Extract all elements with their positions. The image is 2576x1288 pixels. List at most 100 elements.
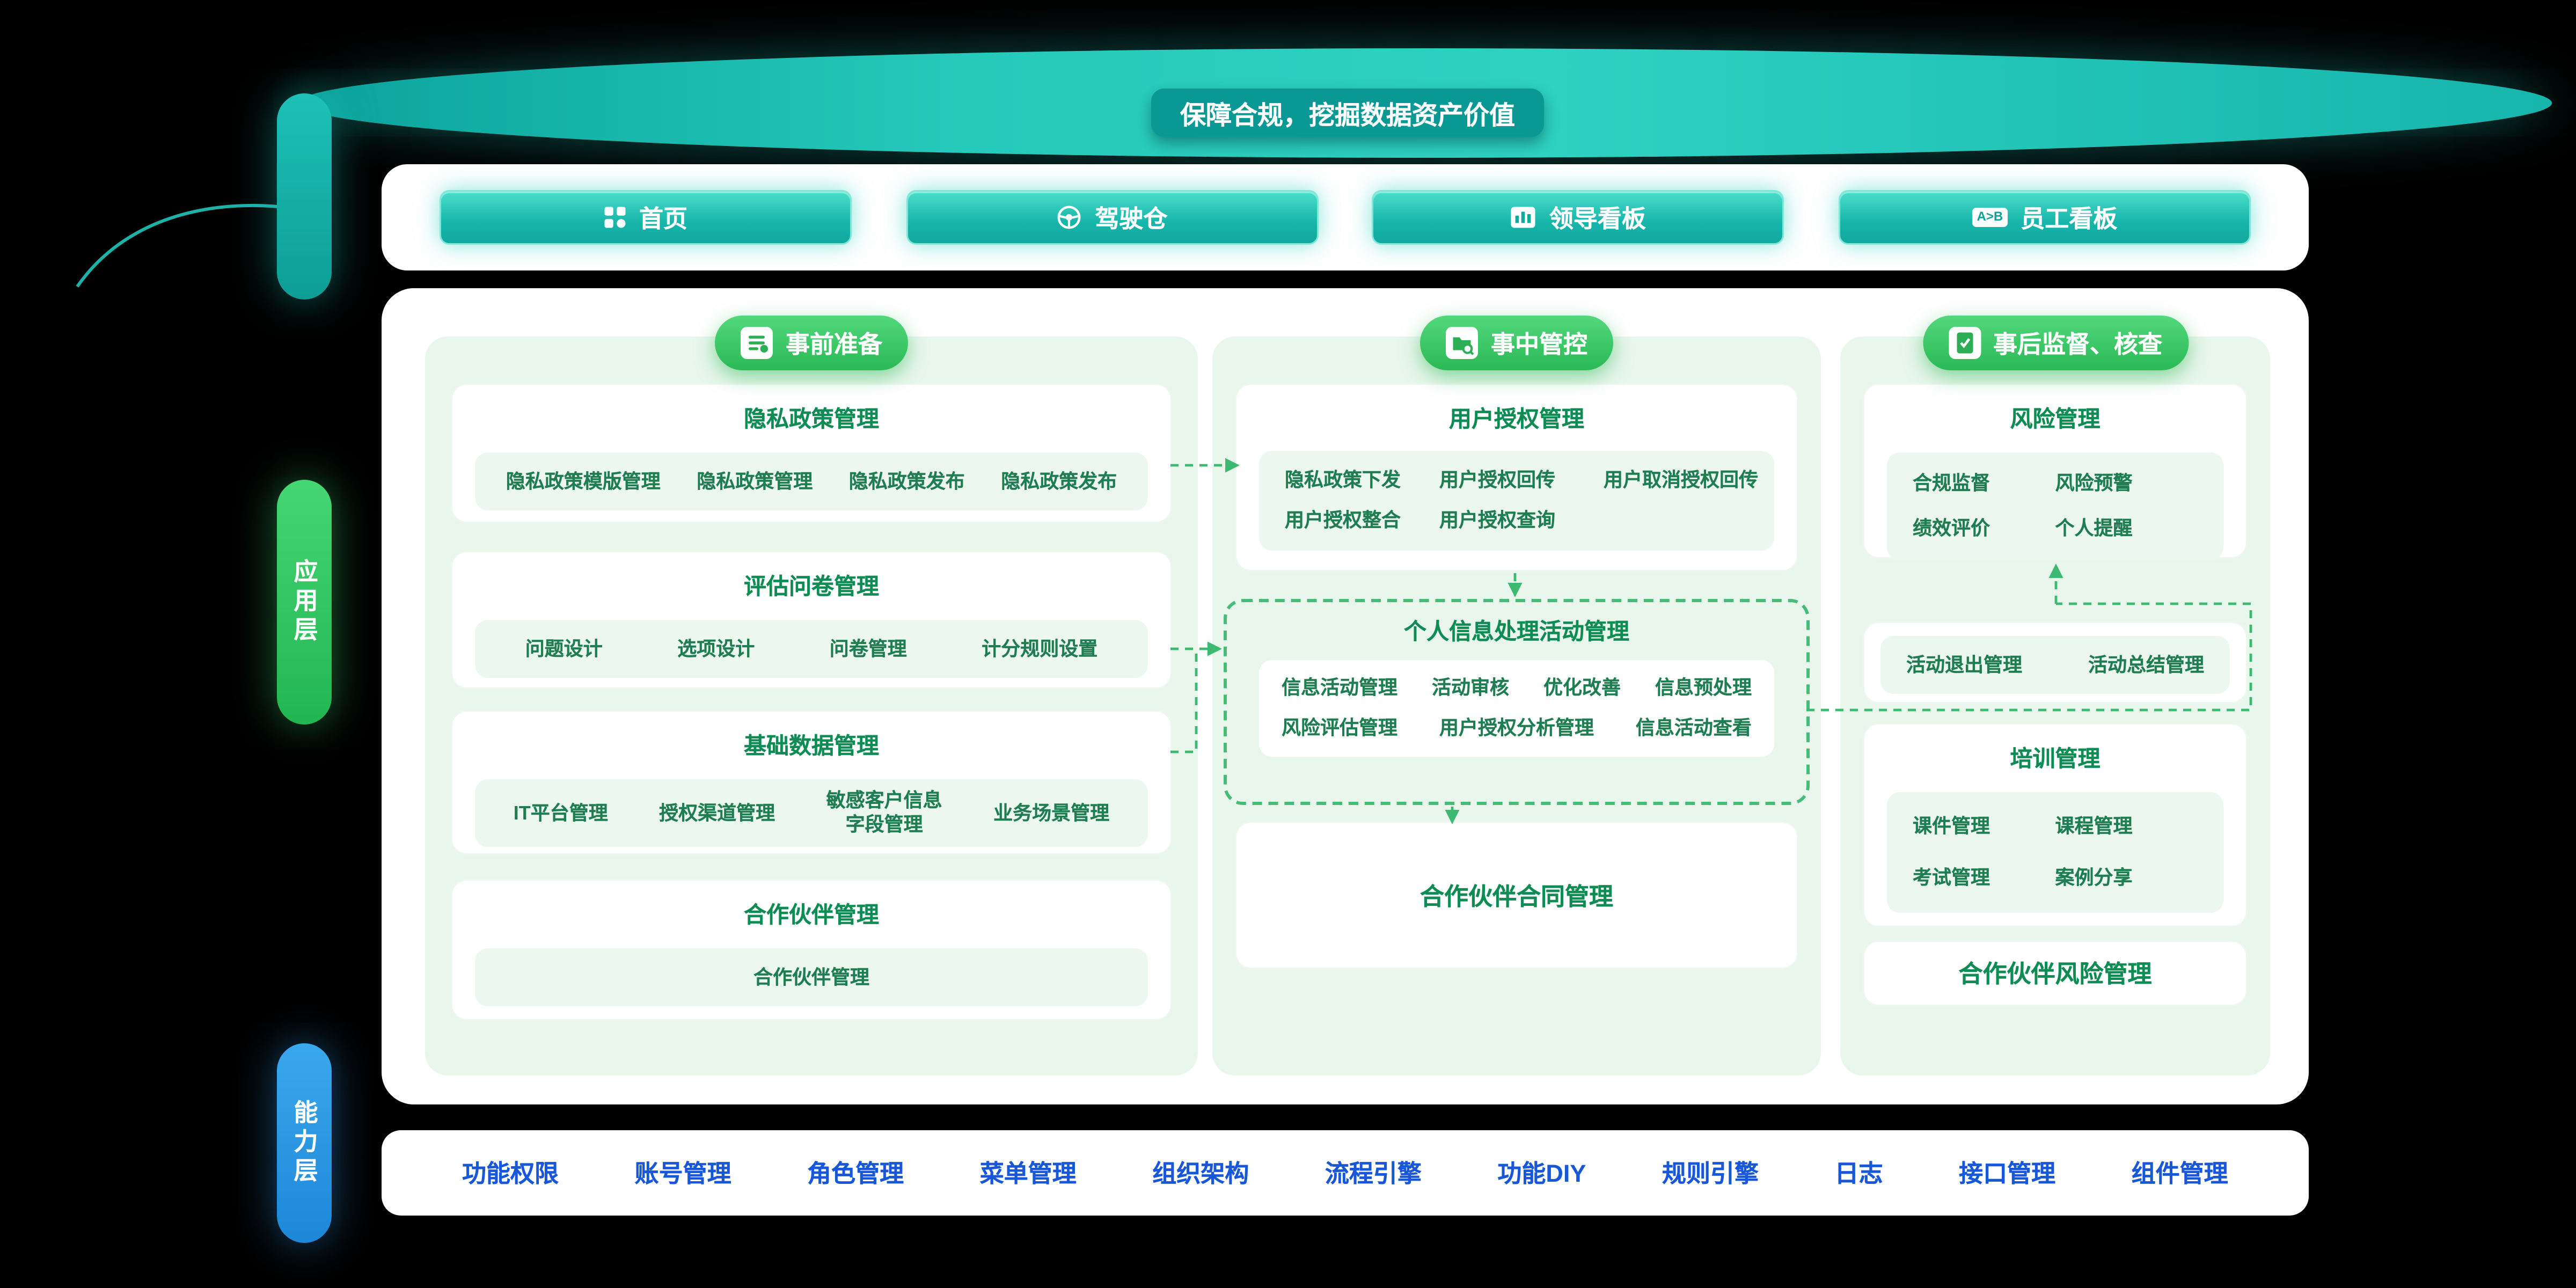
item: 隐私政策管理	[697, 469, 813, 492]
nav-staff-board-button[interactable]: A>B 员工看板	[1838, 190, 2251, 245]
item: 活动退出管理	[1906, 653, 2023, 676]
item: 敏感客户信息 字段管理	[826, 789, 942, 836]
item: 信息活动管理	[1282, 676, 1398, 699]
capability-item[interactable]: 功能权限	[462, 1161, 559, 1188]
item: 用户取消授权回传	[1604, 469, 1759, 491]
steering-wheel-icon	[1057, 206, 1081, 229]
card-title: 合作伙伴合同管理	[1419, 883, 1613, 911]
nav-home-label: 首页	[639, 205, 687, 233]
partner-mgmt-card: 合作伙伴管理 合作伙伴管理	[451, 879, 1172, 1021]
item-box: 合规监督 风险预警 绩效评价 个人提醒	[1887, 452, 2223, 560]
item: 课件管理	[1913, 815, 1990, 837]
item-box: 隐私政策模版管理 隐私政策管理 隐私政策发布 隐私政策发布	[475, 452, 1148, 510]
item: 隐私政策模版管理	[506, 469, 661, 492]
capability-item[interactable]: 规则引擎	[1662, 1161, 1759, 1188]
app-layer-strip: 应用层	[277, 480, 332, 724]
item: 绩效评价	[1913, 517, 1990, 539]
item: 信息预处理	[1655, 676, 1752, 699]
item-box: 课件管理 课程管理 考试管理 案例分享	[1887, 792, 2223, 913]
capability-item[interactable]: 角色管理	[807, 1161, 904, 1188]
privacy-policy-mgmt-card: 隐私政策管理 隐私政策模版管理 隐私政策管理 隐私政策发布 隐私政策发布	[451, 383, 1172, 523]
item-box: 隐私政策下发 用户授权回传 用户取消授权回传 用户授权整合 用户授权查询	[1259, 451, 1774, 551]
item: 用户授权查询	[1439, 509, 1556, 531]
activity-exit-summary-card: 活动退出管理 活动总结管理	[1863, 621, 2248, 704]
checklist-icon	[1948, 327, 1980, 359]
card-title: 评估问卷管理	[744, 573, 879, 599]
item: 风险预警	[2055, 472, 2133, 494]
item: 问卷管理	[829, 636, 907, 660]
personal-info-activity-mgmt-box: 个人信息处理活动管理 信息活动管理 活动审核 优化改善 信息预处理 风险评估管理…	[1224, 599, 1810, 805]
item: 选项设计	[677, 636, 755, 660]
left-teal-strip	[277, 93, 332, 299]
card-title: 个人信息处理活动管理	[1404, 618, 1629, 644]
user-authorization-mgmt-card: 用户授权管理 隐私政策下发 用户授权回传 用户取消授权回传 用户授权整合 用户授…	[1235, 383, 1798, 572]
post-event-header-label: 事后监督、核查	[1993, 331, 2163, 358]
card-title: 合作伙伴管理	[744, 902, 879, 927]
item-box: 活动退出管理 活动总结管理	[1880, 636, 2230, 694]
capability-item[interactable]: 流程引擎	[1324, 1161, 1422, 1188]
item: 用户授权回传	[1439, 469, 1556, 491]
item-box: 合作伙伴管理	[475, 948, 1148, 1006]
nav-home-button[interactable]: 首页	[440, 190, 852, 245]
post-event-column: 事后监督、核查 风险管理 合规监督 风险预警 绩效评价 个人提醒 活动退出管理 …	[1840, 316, 2270, 1075]
item: 考试管理	[1913, 866, 1990, 889]
ability-layer-label: 能力层	[290, 1100, 318, 1187]
card-title: 合作伙伴风险管理	[1958, 961, 2152, 989]
post-event-header: 事后监督、核查	[1922, 316, 2189, 370]
item: 计分规则设置	[982, 636, 1098, 660]
item: IT平台管理	[513, 801, 608, 824]
nav-cockpit-button[interactable]: 驾驶仓	[905, 190, 1318, 245]
banner-title: 保障合规，挖掘数据资产价值	[1151, 89, 1545, 137]
training-mgmt-card: 培训管理 课件管理 课程管理 考试管理 案例分享	[1863, 723, 2248, 927]
item-box: 信息活动管理 活动审核 优化改善 信息预处理 风险评估管理 用户授权分析管理 信…	[1259, 660, 1774, 757]
item: 风险评估管理	[1282, 716, 1398, 739]
item-row: 风险评估管理 用户授权分析管理 信息活动查看	[1282, 716, 1752, 741]
pre-event-header: 事前准备	[714, 316, 909, 370]
capability-item[interactable]: 功能DIY	[1497, 1161, 1586, 1188]
basic-data-mgmt-card: 基础数据管理 IT平台管理 授权渠道管理 敏感客户信息 字段管理 业务场景管理	[451, 710, 1172, 855]
card-title: 培训管理	[2010, 745, 2101, 771]
ability-layer-strip: 能力层	[277, 1043, 332, 1243]
in-event-header-label: 事中管控	[1490, 331, 1588, 358]
pre-event-column: 事前准备 隐私政策管理 隐私政策模版管理 隐私政策管理 隐私政策发布 隐私政策发…	[425, 316, 1198, 1075]
item: 课程管理	[2055, 815, 2133, 837]
item: 隐私政策发布	[1001, 469, 1117, 492]
nav-staff-board-label: 员工看板	[2021, 205, 2118, 233]
item: 用户授权整合	[1285, 509, 1401, 531]
capability-item[interactable]: 组织架构	[1152, 1161, 1249, 1188]
item-box: IT平台管理 授权渠道管理 敏感客户信息 字段管理 业务场景管理	[475, 779, 1148, 847]
doc-pencil-icon	[740, 327, 773, 359]
item-box: 问题设计 选项设计 问卷管理 计分规则设置	[475, 620, 1148, 678]
nav-leader-board-button[interactable]: 领导看板	[1372, 190, 1784, 245]
item: 活动总结管理	[2088, 653, 2204, 676]
item: 合作伙伴管理	[753, 965, 869, 988]
item: 业务场景管理	[993, 801, 1110, 824]
capability-item[interactable]: 日志	[1834, 1161, 1883, 1188]
dashboard-chart-icon	[1511, 207, 1536, 228]
top-nav: 首页 驾驶仓 领导看板 A>B 员工看板	[382, 164, 2309, 270]
item: 用户授权分析管理	[1439, 716, 1594, 739]
assessment-questionnaire-card: 评估问卷管理 问题设计 选项设计 问卷管理 计分规则设置	[451, 551, 1172, 689]
item: 活动审核	[1431, 676, 1510, 699]
card-title: 用户授权管理	[1449, 406, 1584, 431]
item: 优化改善	[1543, 676, 1621, 699]
item: 问题设计	[525, 636, 603, 660]
in-event-header: 事中管控	[1419, 316, 1614, 370]
item: 合规监督	[1913, 472, 1990, 494]
partner-contract-mgmt-card: 合作伙伴合同管理	[1235, 821, 1798, 969]
item: 信息活动查看	[1635, 716, 1752, 739]
card-title: 隐私政策管理	[744, 406, 879, 431]
item: 案例分享	[2055, 866, 2133, 889]
capability-item[interactable]: 组件管理	[2131, 1161, 2228, 1188]
capability-item[interactable]: 菜单管理	[979, 1161, 1077, 1188]
capability-bar: 功能权限 账号管理 角色管理 菜单管理 组织架构 流程引擎 功能DIY 规则引擎…	[382, 1130, 2309, 1216]
item: 隐私政策发布	[848, 469, 965, 492]
item-row: 信息活动管理 活动审核 优化改善 信息预处理	[1282, 676, 1752, 700]
item: 隐私政策下发	[1285, 469, 1401, 491]
capability-item[interactable]: 接口管理	[1959, 1161, 2056, 1188]
capability-item[interactable]: 账号管理	[634, 1161, 731, 1188]
pre-event-header-label: 事前准备	[785, 331, 883, 358]
card-title: 风险管理	[2010, 406, 2101, 431]
item: 授权渠道管理	[659, 801, 775, 824]
